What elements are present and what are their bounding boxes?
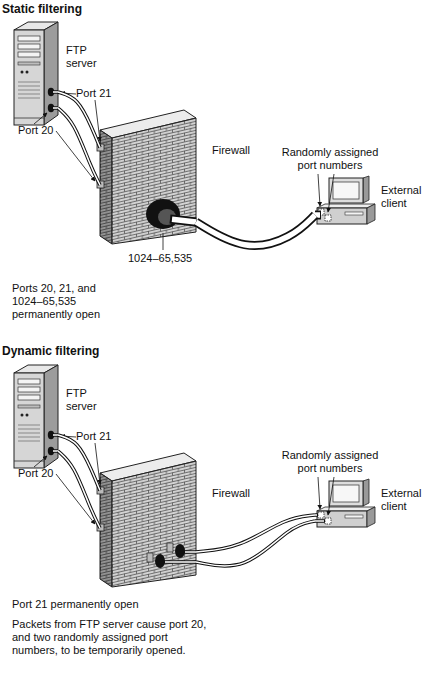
port-callout: Randomly assigned port numbers <box>276 449 384 475</box>
cable-stub <box>170 219 196 222</box>
cable-outline <box>58 435 100 490</box>
cable-connector <box>58 435 100 490</box>
cable-core <box>196 515 315 552</box>
port-label: Port 21 <box>76 87 126 100</box>
port-flap <box>167 543 173 552</box>
cable-core <box>196 521 315 566</box>
static-section-art <box>14 22 375 250</box>
client-illustration <box>317 176 375 224</box>
cable-connector <box>58 92 100 147</box>
cable-outline <box>58 108 100 185</box>
cable-stub <box>162 552 196 562</box>
client-node: External client <box>315 176 377 228</box>
cable-outline <box>196 521 315 566</box>
section-heading: Static filtering <box>2 3 162 16</box>
dynamic-section-art <box>14 365 375 587</box>
node-label: Firewall <box>212 487 272 500</box>
port-range-label: 1024–65,535 <box>128 252 218 265</box>
open-port-hole <box>146 199 180 229</box>
node-label: External client <box>381 184 429 210</box>
node-label: FTP server <box>66 44 108 70</box>
firewall-illustration <box>97 453 196 587</box>
cable-outline <box>196 515 315 552</box>
cable-stub <box>315 515 325 521</box>
port-label: Port 20 <box>18 467 68 480</box>
server-node: FTP server <box>14 22 58 125</box>
firewall-node: Firewall <box>100 110 196 244</box>
cable-core <box>58 92 100 147</box>
port-flap <box>147 553 153 562</box>
cable-outline <box>196 215 315 245</box>
server-node: FTP server <box>14 365 58 468</box>
cable-outline <box>58 451 100 528</box>
firewall-illustration <box>97 110 196 244</box>
cable-stub <box>172 219 196 222</box>
node-label: FTP server <box>66 387 108 413</box>
cable-connector <box>196 515 315 552</box>
node-label: Firewall <box>212 144 272 157</box>
client-illustration <box>317 479 375 527</box>
cable-connector <box>58 108 100 185</box>
port-label: Port 21 <box>76 430 126 443</box>
cable-stub <box>165 552 196 562</box>
leader-line <box>318 174 334 212</box>
caption-note: Port 21 permanently open <box>12 598 212 611</box>
server-illustration <box>14 365 58 468</box>
section-heading: Dynamic filtering <box>2 345 162 358</box>
leader-line <box>34 93 100 181</box>
cable-stub <box>315 212 320 218</box>
caption-note: Ports 20, 21, and 1024–65,535 permanentl… <box>12 282 104 321</box>
cable-stub <box>315 515 324 521</box>
node-label: External client <box>381 487 429 513</box>
cable-core <box>196 215 315 245</box>
cable-stub <box>315 211 321 220</box>
cable-core <box>58 108 100 185</box>
cable-tube <box>196 215 315 245</box>
client-node: External client <box>315 479 377 531</box>
cable-outline <box>58 92 100 147</box>
leader-line <box>34 436 100 524</box>
cable-connector <box>58 451 100 528</box>
cable-core <box>58 451 100 528</box>
firewall-node: Firewall <box>100 453 196 587</box>
leader-line <box>163 233 164 250</box>
cable-core <box>58 435 100 490</box>
caption-note: Packets from FTP server cause port 20, a… <box>12 618 208 657</box>
port-callout: Randomly assigned port numbers <box>276 146 384 172</box>
leader-line <box>318 477 334 515</box>
cable-connector <box>196 521 315 566</box>
port-label: Port 20 <box>18 124 68 137</box>
server-illustration <box>14 22 58 125</box>
